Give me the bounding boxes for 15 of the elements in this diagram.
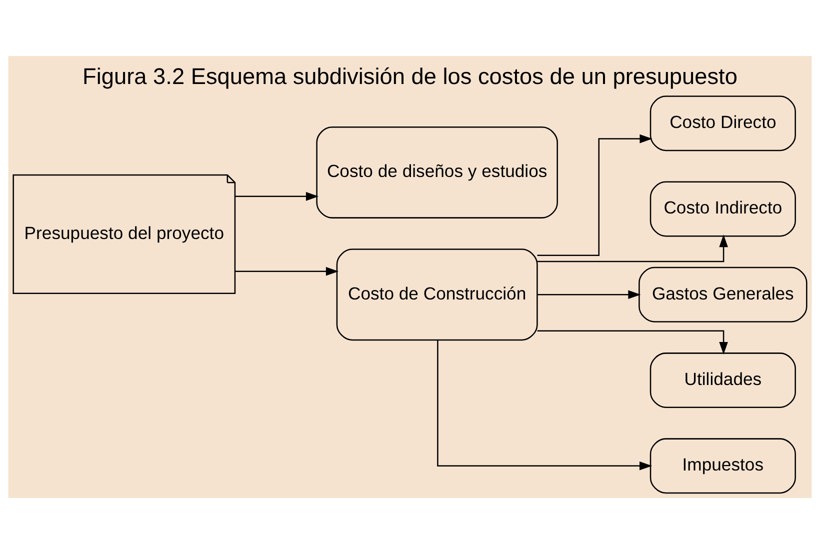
arrow — [437, 340, 652, 470]
arrow — [537, 134, 652, 256]
arrow — [235, 192, 319, 200]
node-box: Costo Indirecto — [650, 180, 796, 236]
arrow — [537, 330, 728, 354]
node-box: Costo Directo — [650, 95, 796, 151]
node-box: Utilidades — [650, 352, 796, 408]
arrow — [537, 234, 728, 262]
node-box: Impuestos — [650, 438, 796, 494]
arrow — [235, 266, 339, 276]
node-box: Costo de Construcción — [336, 248, 538, 340]
arrow — [537, 290, 641, 299]
diagram-title: Figura 3.2 Esquema subdivisión de los costos de un presupuesto — [82, 62, 738, 89]
node-box: Costo de diseños y estudios — [316, 126, 558, 218]
node-box: Gastos Generales — [638, 266, 808, 322]
